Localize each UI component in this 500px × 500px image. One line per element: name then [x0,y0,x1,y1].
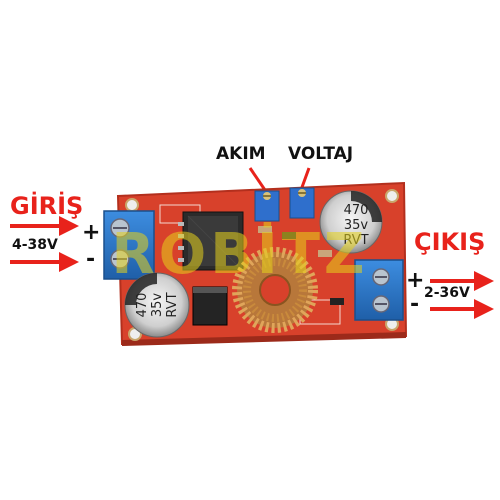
output-plus-sign: + [406,268,425,293]
capacitor-bottom: 470 35v RVT [124,272,190,338]
capacitor-bottom-brand: RVT [165,292,180,317]
output-terminal-block [354,259,404,321]
watermark-text: ROBİTZ [111,222,368,287]
input-range: 4-38V [12,237,58,253]
capacitor-bottom-voltage: 35v [150,293,165,318]
voltage-potentiometer [289,187,315,219]
current-adj-label: AKIM [216,144,266,164]
output-range: 2-36V [424,285,470,301]
toroid-inductor [232,247,318,333]
capacitor-bottom-value: 470 [135,293,150,318]
current-potentiometer [254,190,280,222]
capacitor-top: 470 35v RVT [319,190,383,254]
voltage-adj-label: VOLTAJ [288,144,354,164]
capacitor-top-brand: RVT [343,233,368,248]
schottky-diode [192,286,228,326]
output-minus-sign: - [410,292,420,317]
output-arrows [430,271,494,319]
input-arrows [10,216,79,272]
input-title: GİRİŞ [10,192,84,220]
input-terminal-block [103,210,155,280]
input-minus-sign: - [86,247,96,272]
capacitor-top-value: 470 [344,203,369,218]
input-plus-sign: + [82,220,101,245]
output-title: ÇIKIŞ [414,228,486,256]
capacitor-top-voltage: 35v [344,218,369,233]
regulator-ic [178,211,244,271]
